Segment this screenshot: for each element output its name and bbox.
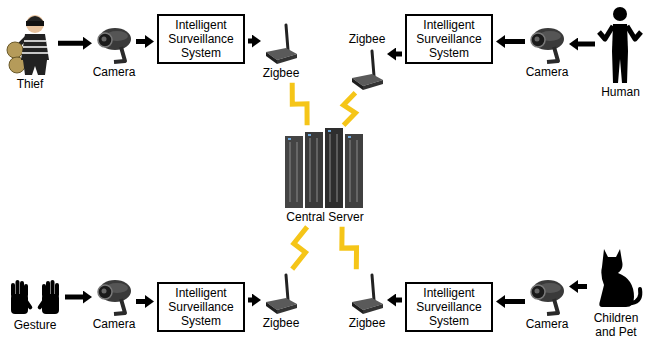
zigbee-icon	[352, 51, 383, 90]
pet-node: Children and Pet	[590, 245, 642, 309]
thief-node: Thief	[5, 10, 55, 75]
node-label: Zigbee	[349, 316, 386, 330]
flow-arrow	[65, 295, 83, 300]
zigbee-node: Zigbee	[350, 48, 384, 90]
node-label: Camera	[93, 65, 136, 79]
server-node: Central Server	[285, 128, 365, 208]
node-label: Intelligent Surveillance System	[411, 18, 487, 60]
surveillance-box: Intelligent Surveillance System	[157, 14, 245, 64]
node-label: Intelligent Surveillance System	[163, 286, 239, 328]
zigbee-icon	[266, 275, 297, 314]
cat-figure	[599, 249, 640, 307]
node-label: Children and Pet	[585, 311, 647, 339]
human-node: Human	[598, 5, 643, 83]
flow-arrow	[396, 52, 402, 57]
human-figure	[599, 7, 641, 83]
flow-arrow	[578, 284, 587, 289]
flow-arrow	[58, 41, 83, 46]
flow-arrow	[505, 299, 525, 304]
node-label: Zigbee	[263, 66, 300, 80]
camera-icon	[98, 28, 131, 62]
wireless-link	[342, 227, 357, 269]
node-label: Camera	[93, 317, 136, 331]
node-label: Central Server	[286, 210, 363, 224]
node-label: Gesture	[14, 318, 57, 332]
gesture-node: Gesture	[8, 280, 62, 316]
flow-arrow	[248, 39, 252, 44]
node-label: Thief	[17, 77, 44, 91]
wireless-link	[292, 227, 307, 269]
zigbee-node: Zigbee	[264, 22, 298, 64]
camera-node: Camera	[95, 277, 133, 315]
flow-arrow	[136, 39, 145, 44]
surveillance-box: Intelligent Surveillance System	[405, 282, 493, 332]
node-label: Zigbee	[349, 32, 386, 46]
zigbee-node: Zigbee	[350, 272, 384, 314]
node-label: Camera	[526, 65, 569, 79]
zigbee-node: Zigbee	[264, 272, 298, 314]
flow-arrow	[396, 298, 402, 303]
flow-arrow	[136, 299, 145, 304]
camera-node: Camera	[95, 25, 133, 63]
camera-icon	[531, 280, 564, 314]
flow-arrow	[578, 42, 595, 47]
node-label: Human	[601, 85, 640, 99]
camera-icon	[98, 280, 131, 314]
wireless-link	[343, 93, 355, 125]
thief-figure	[7, 15, 49, 75]
camera-icon	[531, 28, 564, 62]
zigbee-icon	[266, 25, 297, 64]
wireless-link	[292, 83, 307, 125]
camera-node: Camera	[528, 277, 566, 315]
node-label: Intelligent Surveillance System	[411, 286, 487, 328]
flow-arrow	[505, 39, 525, 44]
node-label: Camera	[526, 317, 569, 331]
surveillance-box: Intelligent Surveillance System	[157, 282, 245, 332]
surveillance-box: Intelligent Surveillance System	[405, 14, 493, 64]
flow-arrow	[248, 298, 252, 303]
server-rack	[285, 128, 363, 208]
camera-node: Camera	[528, 25, 566, 63]
gesture-hands	[11, 280, 59, 314]
zigbee-icon	[352, 275, 383, 314]
node-label: Intelligent Surveillance System	[163, 18, 239, 60]
node-label: Zigbee	[263, 316, 300, 330]
